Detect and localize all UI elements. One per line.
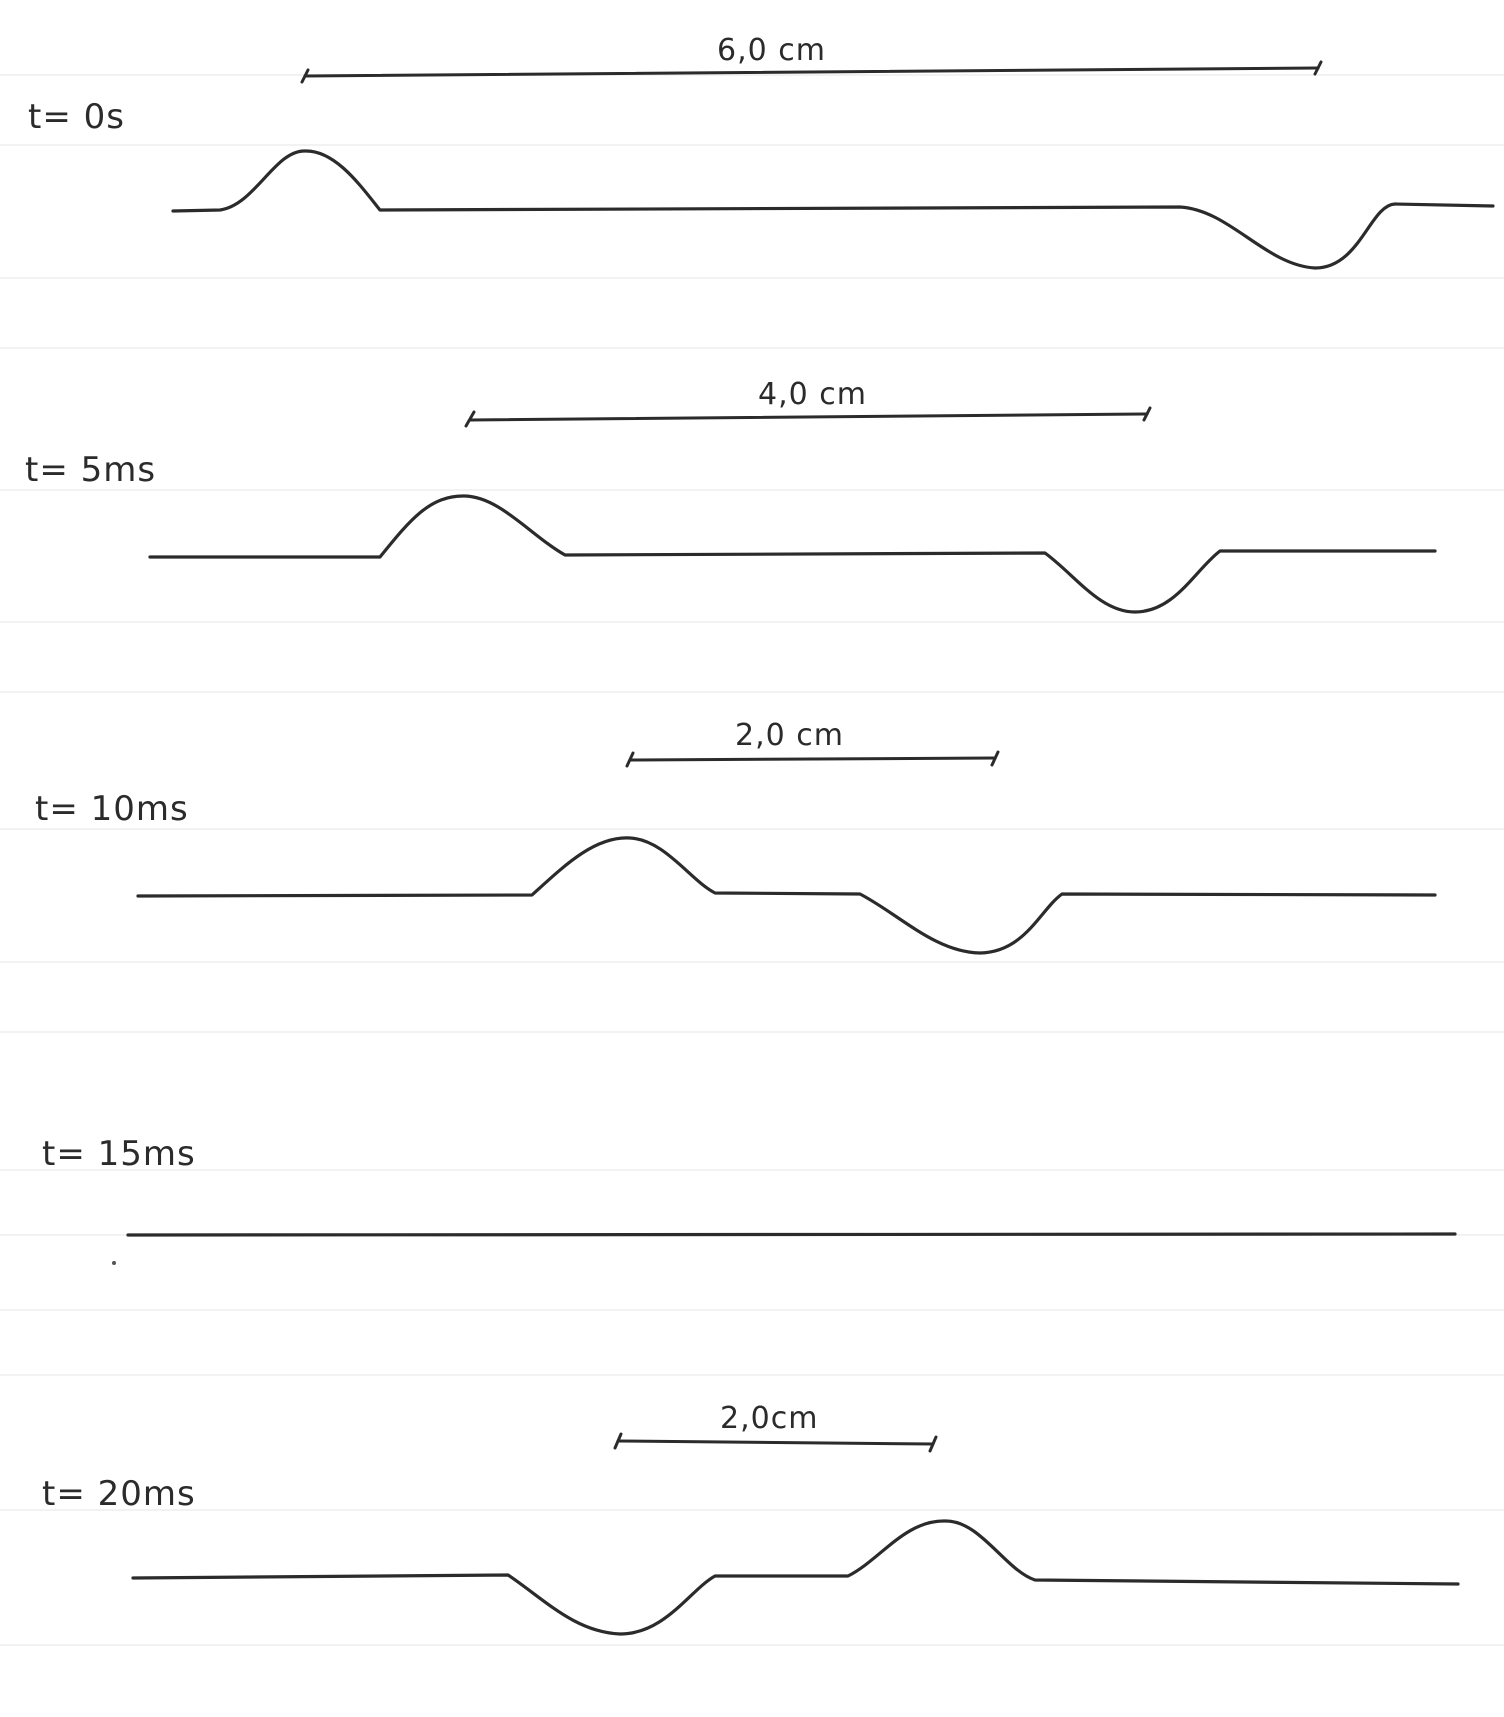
pencil-dot: [112, 1261, 116, 1265]
string-wave: [171, 149, 1495, 270]
distance-label: 6,0 cm: [717, 33, 826, 68]
string-wave: [131, 1519, 1460, 1636]
time-label: t= 5ms: [25, 450, 156, 490]
distance-label: 4,0 cm: [758, 377, 867, 412]
snapshot-t0: 6,0 cm t= 0s: [28, 33, 1495, 270]
time-label: t= 10ms: [35, 789, 189, 829]
distance-bar: [464, 406, 1152, 428]
distance-label: 2,0 cm: [735, 718, 844, 753]
time-label: t= 0s: [28, 97, 125, 137]
distance-bar: [625, 750, 1000, 768]
snapshot-t5: 4,0 cm t= 5ms: [25, 377, 1437, 614]
distance-label: 2,0cm: [720, 1401, 818, 1436]
distance-bar: [613, 1432, 938, 1453]
string-wave: [136, 836, 1437, 955]
snapshot-t15: t= 15ms: [42, 1134, 1457, 1265]
snapshot-t10: 2,0 cm t= 10ms: [35, 718, 1437, 955]
time-label: t= 20ms: [42, 1474, 196, 1514]
string-wave: [148, 494, 1437, 614]
snapshot-t20: 2,0cm t= 20ms: [42, 1401, 1460, 1636]
string-wave: [126, 1232, 1457, 1237]
distance-bar: [300, 60, 1323, 84]
time-label: t= 15ms: [42, 1134, 196, 1174]
